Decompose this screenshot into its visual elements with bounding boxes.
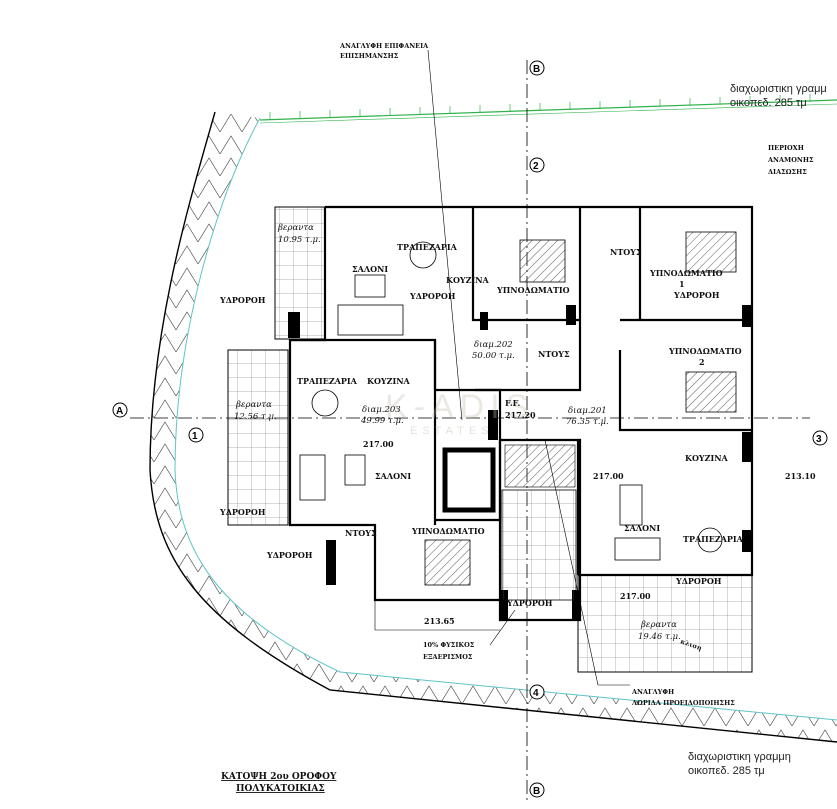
watermark-sub: ESTATES [410,425,494,437]
boundary-ticks [269,94,811,120]
svg-text:B: B [533,64,540,75]
beds [424,231,737,586]
a201-bedroom2-no: 2 [699,357,705,367]
a201-bedroom1: ΥΠΝΟΔΩΜΑΤΙΟ [649,268,723,278]
plot-boundary-top-inner [259,103,837,124]
ff-label: F.F. [505,398,521,408]
downpipe-label: ΥΔΡΟΡΟΗ [266,550,313,560]
grid-axes [130,60,810,800]
a203-shower: ΝΤΟΥΣ [345,528,377,538]
veranda-201 [577,574,753,673]
downpipe-label: ΥΔΡΟΡΟΗ [673,290,720,300]
veranda-201-label: βεραντα [640,620,677,630]
rescue-area-label-2: ΑΝΑΜΟΝΗΣ [767,156,814,164]
grid-marker-b-bottom: B [529,782,545,798]
plot-boundary-line [149,111,837,743]
a201-area: 76.35 τ.μ. [566,417,609,427]
level-a201: 217.00 [593,471,624,481]
a201-bedroom2: ΥΠΝΟΔΩΜΑΤΙΟ [668,346,742,356]
a202-kitchen: ΚΟΥΖΙΝΑ [446,275,490,285]
boundary-top-label-1: διαχωριστικη γραμμ [730,83,827,95]
grid-marker-b-top: B [529,60,545,76]
a203-area: 49.99 τ.μ. [360,416,404,426]
a202-shower: ΝΤΟΥΣ [538,349,570,359]
leader-lines [374,49,630,686]
tactile-surface-label-2: ΕΠΙΣΗΜΑΝΣΗΣ [340,52,399,60]
a203-living: ΣΑΛΟΝΙ [375,471,411,481]
tactile-surface-label-1: ΑΝΑΓΛΥΦΗ ΕΠΙΦΑΝΕΙΑ [339,42,429,50]
plan-title-2: ΠΟΛΥΚΑΤΟΙΚΙΑΣ [236,784,325,794]
watermark-logo: K-ADIS [385,388,534,426]
veranda-202-label: βεραντα [277,223,314,233]
a201-living: ΣΑΛΟΝΙ [624,523,660,533]
a201-shower: ΝΤΟΥΣ [610,247,642,257]
downpipe-label: ΥΔΡΟΡΟΗ [409,291,456,301]
a201-name: διαμ.201 [568,406,607,416]
a201-dining: ΤΡΑΠΕΖΑΡΙΑ [683,534,744,544]
downpipe-label: ΥΔΡΟΡΟΗ [219,295,266,305]
downpipe-label: ΥΔΡΟΡΟΗ [219,507,266,517]
grid-marker-4: 4 [529,684,545,700]
ventilation-label-1: 10% ΦΥΣΙΚΟΣ [423,641,475,649]
a202-bedroom: ΥΠΝΟΔΩΜΑΤΙΟ [496,285,570,295]
level-exterior: 213.10 [785,471,816,481]
level-a203: 217.00 [363,439,394,449]
dining-tables [299,241,723,561]
a203-dining: ΤΡΑΠΕΖΑΡΙΑ [297,376,358,386]
downpipe-label: ΥΔΡΟΡΟΗ [506,598,553,608]
level-lower: 213.65 [424,616,455,626]
a201-kitchen: ΚΟΥΖΙΝΑ [685,453,729,463]
plan-title-1: ΚΑΤΟΨΗ 2ου ΟΡΟΦΟΥ [221,772,337,782]
grid-marker-3: 3 [812,430,828,446]
a202-living: ΣΑΛΟΝΙ [352,264,388,274]
svg-text:4: 4 [533,688,539,699]
a203-kitchen: ΚΟΥΖΙΝΑ [367,376,411,386]
svg-text:A: A [116,406,123,417]
veranda-203-label: βεραντα [235,400,272,410]
downpipe-label: ΥΔΡΟΡΟΗ [675,576,722,586]
a202-area: 50.00 τ.μ. [472,351,515,361]
rescue-area-label-3: ΔΙΑΣΩΣΗΣ [768,168,807,176]
boundary-top-label-2: οικοπεδ. 285 τμ [730,97,807,109]
boundary-bottom-label-2: οικοπεδ. 285 τμ [688,765,765,777]
grid-marker-a: A [112,402,128,418]
veranda-203-area: 12.56 τ.μ. [234,412,277,422]
veranda-203 [227,349,289,526]
plot-inner-line [174,117,837,721]
svg-text:2: 2 [533,161,539,172]
a202-dining: ΤΡΑΠΕΖΑΡΙΑ [397,242,458,252]
a203-name: διαμ.203 [362,405,401,415]
plot-boundary-top [259,99,837,121]
ff-level: 217.20 [505,410,536,420]
grid-marker-1: 1 [188,427,204,443]
plot-setback-band [150,112,837,742]
warning-strip-label-1: ΑΝΑΓΛΥΦΗ [631,688,674,696]
veranda-201-area: 19.46 τ.μ. [638,632,681,642]
warning-strip-label-2: ΛΩΡΙΔΑ ΠΡΟΕΙΔΟΠΟΙΗΣΗΣ [631,699,735,707]
a202-name: διαμ.202 [474,340,513,350]
boundary-bottom-label-1: διαχωριστικη γραμμη [688,751,791,763]
grid-marker-2: 2 [529,157,545,173]
walls [288,205,754,622]
a201-bedroom1-no: 1 [679,279,685,289]
columns [288,305,752,620]
tactile-surface [504,444,576,488]
svg-text:1: 1 [192,431,198,442]
svg-text:3: 3 [816,434,822,445]
veranda-202-area: 10.95 τ.μ. [278,235,321,245]
svg-text:B: B [533,786,540,797]
a203-bedroom: ΥΠΝΟΔΩΜΑΤΙΟ [411,526,485,536]
ventilation-label-2: ΕΞΑΕΡΙΣΜΟΣ [423,653,473,661]
staircase [501,489,577,601]
rescue-area-label-1: ΠΕΡΙΟΧΗ [768,144,804,152]
level-veranda-201: 217.00 [620,591,651,601]
